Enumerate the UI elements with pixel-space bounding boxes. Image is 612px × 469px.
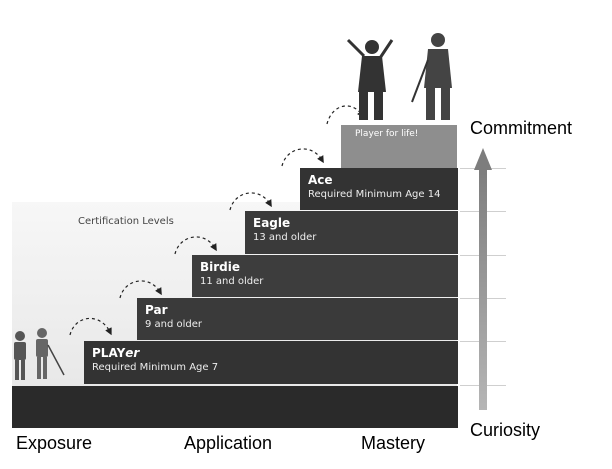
step-eagle: Eagle 13 and older — [245, 211, 458, 254]
curiosity-label: Curiosity — [470, 420, 541, 440]
hop-arrow — [174, 236, 217, 255]
kid-golfer-icon — [36, 328, 65, 379]
progress-arrow-head — [474, 148, 492, 170]
adult-golfer-icon — [411, 33, 452, 120]
step-player: PLAYer Required Minimum Age 7 — [84, 341, 458, 384]
hop-arrow — [69, 317, 112, 336]
step-par-name: Par — [145, 303, 168, 317]
hop-arrow — [229, 192, 272, 211]
step-birdie: Birdie 11 and older — [192, 255, 458, 297]
hop-arrow — [119, 280, 162, 299]
kid-golfer-icon — [14, 331, 26, 380]
step-player-requirement: Required Minimum Age 7 — [92, 362, 219, 373]
step-eagle-name: Eagle — [253, 216, 291, 230]
step-ace-name: Ace — [308, 173, 333, 187]
step-player-name: PLAYer — [92, 346, 140, 360]
hop-arrow — [326, 105, 365, 125]
base-block — [12, 386, 458, 428]
step-eagle-requirement: 13 and older — [253, 232, 317, 243]
summit-label: Player for life! — [355, 129, 419, 139]
stage-mastery: Mastery — [361, 433, 426, 453]
certification-levels-title: Certification Levels — [78, 216, 174, 227]
stage-exposure: Exposure — [16, 433, 93, 453]
progress-arrow-shaft — [479, 168, 487, 410]
step-par-requirement: 9 and older — [145, 319, 203, 330]
step-par: Par 9 and older — [137, 298, 458, 340]
step-birdie-name: Birdie — [200, 260, 241, 274]
step-ace-requirement: Required Minimum Age 14 — [308, 189, 441, 200]
step-birdie-requirement: 11 and older — [200, 276, 264, 287]
hop-arrow — [281, 148, 324, 167]
summit-step: Player for life! — [341, 125, 457, 168]
commitment-label: Commitment — [470, 118, 573, 138]
stage-application: Application — [184, 433, 273, 453]
adult-golfer-icon — [346, 38, 394, 120]
step-ace: Ace Required Minimum Age 14 — [300, 168, 458, 210]
